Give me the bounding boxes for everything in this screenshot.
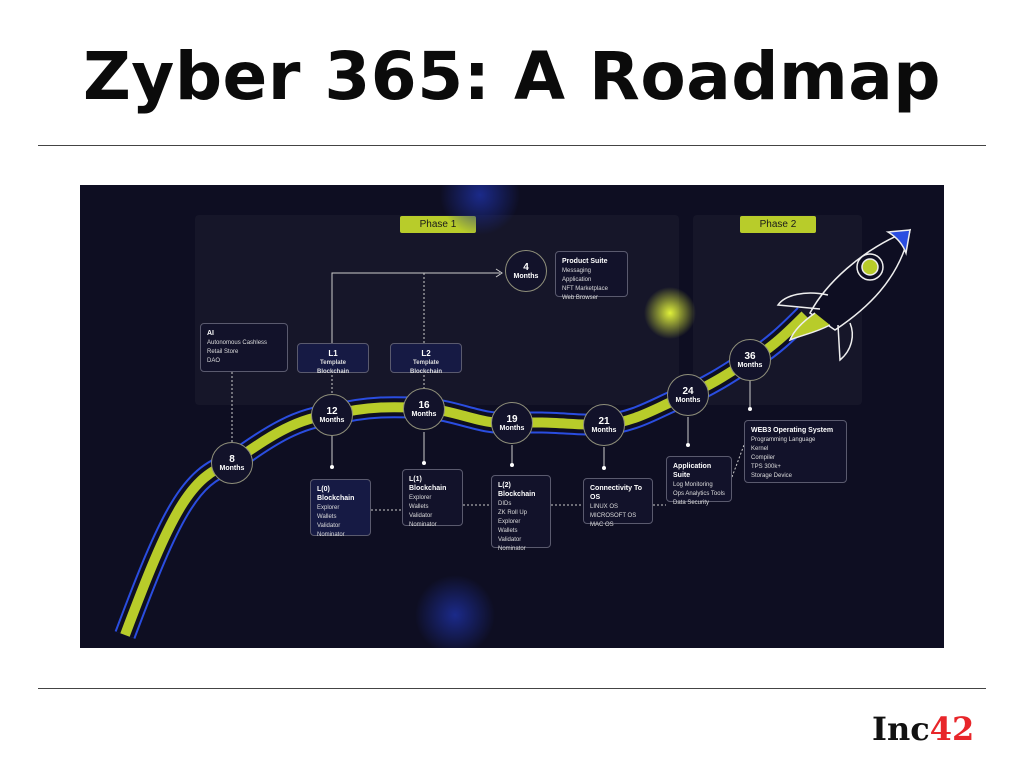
box-item: Kernel — [751, 446, 769, 452]
box-item: Storage Device — [751, 473, 793, 479]
logo-accent: 42 — [929, 710, 975, 748]
milestone-number: 8 — [229, 454, 235, 465]
box-item: Compiler — [751, 455, 776, 461]
milestone-unit: Months — [737, 362, 763, 369]
milestone-number: 4 — [523, 262, 529, 273]
milestone-unit: Months — [591, 427, 617, 434]
rocket-icon — [776, 228, 912, 362]
box-item: NFT Marketplace — [562, 286, 608, 292]
milestone-number: 24 — [682, 386, 694, 397]
box-item: Data Security — [673, 500, 710, 506]
glow — [440, 185, 520, 235]
box-item: Nominator — [317, 532, 345, 538]
box-title: L1 — [328, 349, 338, 358]
milestone-number: 36 — [744, 351, 756, 362]
box-item: Wallets — [317, 514, 337, 520]
box-item: Wallets — [498, 528, 518, 534]
box-title: L(1) Blockchain — [409, 476, 447, 492]
milestone-unit: Months — [675, 397, 701, 404]
box-item: Wallets — [409, 504, 429, 510]
box-title: AI — [207, 330, 214, 337]
logo-text: Inc — [872, 710, 930, 748]
milestone-unit: Months — [513, 273, 539, 280]
box-item: Programming Language — [751, 437, 816, 443]
box-item: Messaging Application — [562, 268, 592, 283]
connector-dots — [330, 407, 752, 470]
top-divider — [38, 145, 986, 146]
box-item: Validator — [498, 537, 522, 543]
box-title: WEB3 Operating System — [751, 427, 834, 434]
glow — [415, 575, 495, 648]
glow — [644, 287, 696, 339]
milestone-unit: Months — [319, 417, 345, 424]
box-item: Explorer — [498, 519, 521, 525]
box-item: MICROSOFT OS — [590, 513, 637, 519]
box-subtitle: Template Blockchain — [316, 360, 349, 375]
box-item: Nominator — [498, 546, 526, 552]
box-title: Product Suite — [562, 258, 608, 265]
box-item: LINUX OS — [590, 504, 619, 510]
box-item: Log Monitoring — [673, 482, 713, 488]
box-item: ZK Roll Up — [498, 510, 528, 516]
milestone-number: 21 — [598, 416, 610, 427]
bottom-divider — [38, 688, 986, 689]
box-title: Connectivity To OS — [590, 485, 642, 501]
box-connectivity-os: Connectivity To OS LINUX OS MICROSOFT OS MA… — [583, 478, 653, 528]
box-item: Retail Store — [207, 349, 239, 355]
box-title: Application Suite — [673, 463, 712, 479]
box-title: L(0) Blockchain — [317, 486, 355, 502]
arrow-icon — [495, 268, 503, 278]
box-item: MAC OS — [590, 522, 614, 528]
box-item: Autonomous Cashless — [207, 340, 268, 346]
box-title: L2 — [421, 349, 431, 358]
box-subtitle: Template Blockchain — [409, 360, 442, 375]
box-item: Validator — [317, 523, 341, 529]
milestone-number: 16 — [418, 400, 430, 411]
milestone-unit: Months — [499, 425, 525, 432]
box-item: DIDs — [498, 501, 512, 507]
milestone-number: 12 — [326, 406, 338, 417]
inc42-logo: Inc42 — [872, 710, 974, 748]
box-item: Explorer — [409, 495, 432, 501]
phase-2-badge: Phase 2 — [740, 216, 816, 233]
milestone-unit: Months — [411, 411, 437, 418]
milestone-unit: Months — [219, 465, 245, 472]
box-item: Ops Analytics Tools — [673, 491, 725, 497]
box-item: Explorer — [317, 505, 340, 511]
box-title: L(2) Blockchain — [498, 482, 536, 498]
box-item: Nominator — [409, 522, 437, 528]
box-item: TPS 300k+ — [751, 464, 781, 470]
box-item: Web Browser — [562, 295, 598, 301]
box-item: DAO — [207, 358, 221, 364]
box-item: Validator — [409, 513, 433, 519]
milestone-number: 19 — [506, 414, 518, 425]
page-title: Zyber 365: A Roadmap — [82, 38, 942, 115]
